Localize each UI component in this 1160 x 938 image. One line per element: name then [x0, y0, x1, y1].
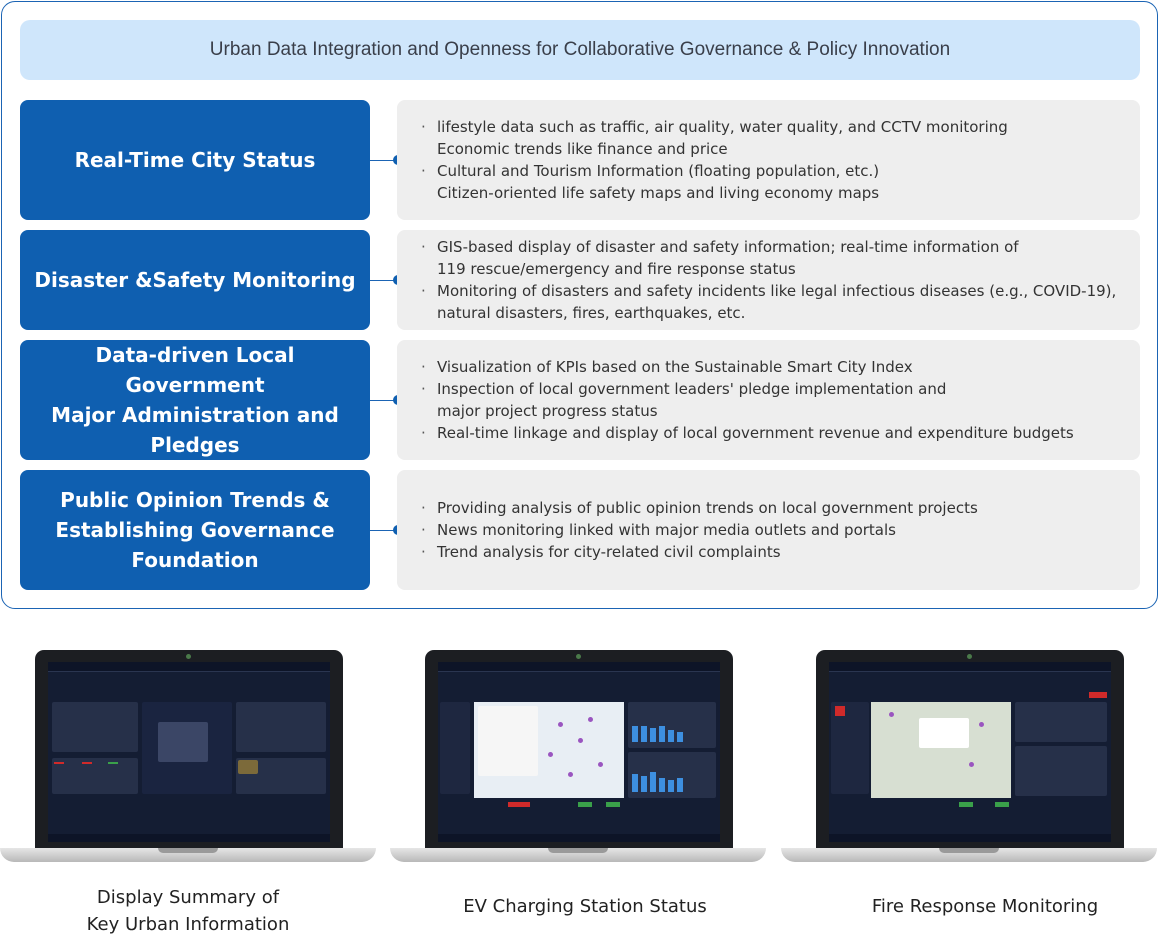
row-description: Providing analysis of public opinion tre…: [397, 470, 1140, 590]
laptop-caption: EV Charging Station Status: [463, 896, 707, 917]
desc-item: Providing analysis of public opinion tre…: [417, 497, 1140, 519]
camera-icon: [967, 654, 972, 659]
connector-line: [370, 530, 398, 531]
row-title: Data-driven Local Government Major Admin…: [20, 340, 370, 460]
laptop-ev-charging: [390, 650, 766, 866]
laptop-base: [781, 848, 1157, 862]
laptop-base: [390, 848, 766, 862]
laptop-base: [0, 848, 376, 862]
laptop-caption: Fire Response Monitoring: [871, 896, 1099, 917]
laptop-caption: Display Summary of Key Urban Information: [86, 887, 290, 935]
desc-item: lifestyle data such as traffic, air qual…: [417, 116, 1140, 160]
desc-item: GIS-based display of disaster and safety…: [417, 236, 1140, 280]
ev-charging-screenshot: [438, 662, 720, 842]
laptop-lid: [425, 650, 733, 848]
row-description: Visualization of KPIs based on the Susta…: [397, 340, 1140, 460]
row-title: Disaster &Safety Monitoring: [20, 230, 370, 330]
connector-line: [370, 400, 398, 401]
laptop-lid: [816, 650, 1124, 848]
camera-icon: [186, 654, 191, 659]
camera-icon: [576, 654, 581, 659]
row-description: GIS-based display of disaster and safety…: [397, 230, 1140, 330]
row-description: lifestyle data such as traffic, air qual…: [397, 100, 1140, 220]
banner-title: Urban Data Integration and Openness for …: [20, 20, 1140, 80]
feature-row-real-time: Real-Time City Status lifestyle data suc…: [20, 100, 1140, 220]
feature-row-public-opinion: Public Opinion Trends & Establishing Gov…: [20, 470, 1140, 590]
feature-row-disaster: Disaster &Safety Monitoring GIS-based di…: [20, 230, 1140, 330]
desc-item: Real-time linkage and display of local g…: [417, 422, 1140, 444]
row-title: Public Opinion Trends & Establishing Gov…: [20, 470, 370, 590]
feature-row-administration: Data-driven Local Government Major Admin…: [20, 340, 1140, 460]
laptop-lid: [35, 650, 343, 848]
connector-line: [370, 280, 398, 281]
fire-response-screenshot: [829, 662, 1111, 842]
desc-item: News monitoring linked with major media …: [417, 519, 1140, 541]
desc-item: Cultural and Tourism Information (floati…: [417, 160, 1140, 204]
row-title: Real-Time City Status: [20, 100, 370, 220]
desc-item: Monitoring of disasters and safety incid…: [417, 280, 1140, 324]
desc-item: Visualization of KPIs based on the Susta…: [417, 356, 1140, 378]
desc-item: Inspection of local government leaders' …: [417, 378, 1140, 422]
laptop-dashboard-summary: [0, 650, 376, 866]
dashboard-screenshot: [48, 662, 330, 842]
desc-item: Trend analysis for city-related civil co…: [417, 541, 1140, 563]
connector-line: [370, 160, 398, 161]
laptop-fire-response: [781, 650, 1157, 866]
